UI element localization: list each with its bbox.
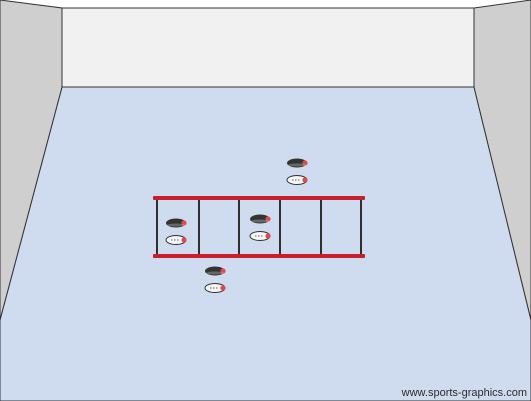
watermark: www.sports-graphics.com xyxy=(402,387,527,399)
ladder-rail-bottom xyxy=(153,254,365,258)
light-shoe-icon xyxy=(287,176,308,185)
light-shoe-icon xyxy=(166,236,187,245)
light-shoe-icon xyxy=(250,232,271,241)
light-shoe-icon xyxy=(205,284,226,293)
ladder-rail-top xyxy=(153,196,365,200)
back-wall xyxy=(62,8,474,87)
floor xyxy=(0,87,531,401)
